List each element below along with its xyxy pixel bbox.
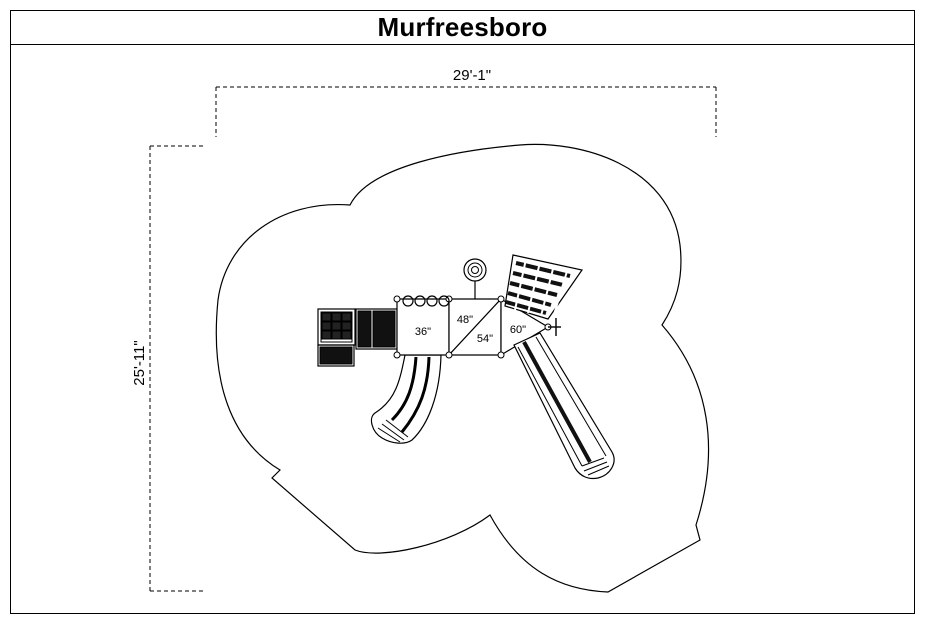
deck-label-60: 60" — [510, 324, 526, 336]
curved-slide — [370, 354, 442, 444]
straight-slide — [513, 332, 615, 480]
use-zone-boundary — [215, 143, 710, 593]
loop-panel — [402, 295, 450, 307]
depth-dimension — [149, 145, 206, 592]
spinner-panel — [463, 258, 487, 299]
upper-climber — [504, 254, 584, 320]
depth-dimension-label: 25'-11" — [131, 340, 148, 385]
handle-bar — [548, 318, 561, 336]
deck-label-54: 54" — [477, 333, 493, 345]
deck-platforms — [396, 297, 550, 357]
deck-label-48: 48" — [457, 314, 473, 326]
title-bar: Murfreesboro — [11, 11, 914, 45]
width-dimension — [215, 86, 717, 137]
left-entry-panels — [317, 308, 398, 367]
drawing-frame: Murfreesboro — [10, 10, 915, 614]
deck-label-36: 36" — [415, 326, 431, 338]
width-dimension-label: 29'-1" — [453, 67, 491, 84]
page-title: Murfreesboro — [377, 12, 548, 42]
